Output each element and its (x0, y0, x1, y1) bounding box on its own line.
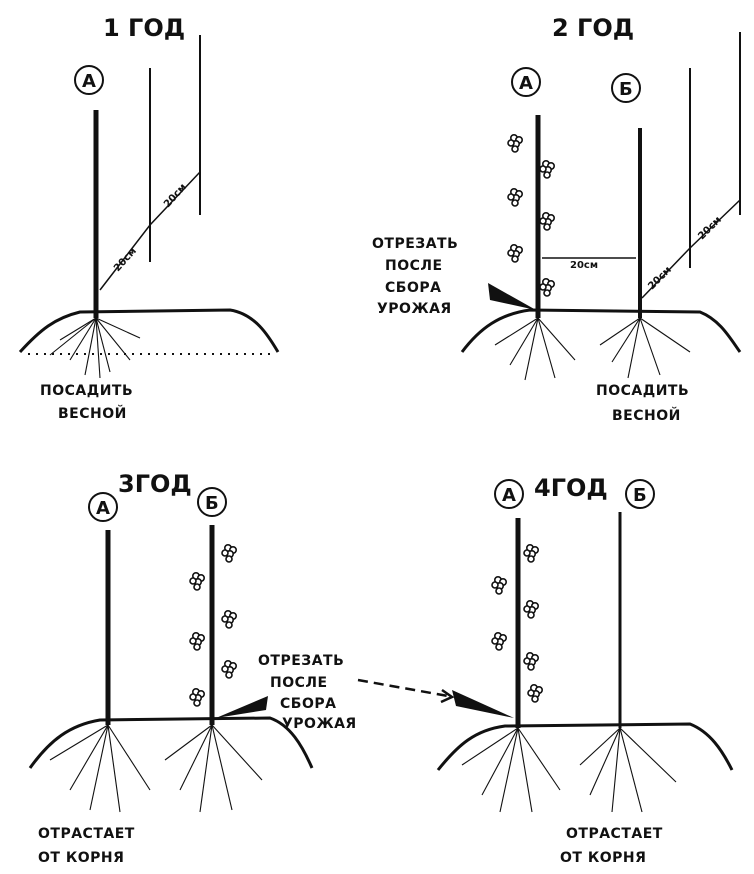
year3-title: 3ГОД (118, 470, 192, 498)
year2-title: 2 ГОД (552, 14, 634, 42)
year2-caption-line2: ВЕСНОЙ (612, 407, 681, 424)
cut-note-line4: УРОЖАЯ (282, 716, 357, 732)
cane-a-label: А (502, 485, 516, 506)
soil-mound (30, 718, 312, 768)
panel-year-2: 2 ГОД А Б 20см 20см 20см ОТРЕЗАТЬ ПОСЛЕ … (372, 14, 740, 424)
cane-a-label: А (96, 498, 110, 519)
cane-b-label: Б (633, 485, 647, 506)
cane-a-label: А (519, 73, 533, 94)
year1-caption-line2: ВЕСНОЙ (58, 405, 127, 422)
cut-note-line3: СБОРА (385, 280, 441, 296)
cut-note-line1: ОТРЕЗАТЬ (372, 236, 458, 252)
year3-caption-line1: ОТРАСТАЕТ (38, 826, 135, 842)
dimension-label-1: 20см (646, 265, 674, 293)
soil-mound (20, 310, 278, 352)
cane-b-label: Б (619, 79, 633, 100)
dimension-label-2: 20см (696, 215, 724, 243)
cut-note-line2: ПОСЛЕ (270, 675, 328, 691)
year1-caption-line1: ПОСАДИТЬ (40, 383, 133, 399)
dimension-label-1: 20см (112, 246, 139, 274)
year1-title: 1 ГОД (103, 14, 185, 42)
year3-caption-line2: ОТ КОРНЯ (38, 850, 124, 866)
cane-a-label: А (82, 71, 96, 92)
dimension-label-2: 20см (162, 182, 189, 210)
cane-b-label: Б (205, 493, 219, 514)
berry-clusters (508, 135, 554, 296)
year4-caption-line1: ОТРАСТАЕТ (566, 826, 663, 842)
roots (50, 318, 140, 378)
dimension-label-between: 20см (570, 260, 598, 271)
cut-marker (216, 696, 268, 718)
panel-year-3: 3ГОД А Б ОТРЕЗАТЬ ПОСЛЕ СБОРА УРОЖАЯ ОТР… (30, 470, 452, 866)
year2-caption-line1: ПОСАДИТЬ (596, 383, 689, 399)
roots (50, 725, 262, 812)
dashed-arrow (358, 680, 448, 696)
cut-note-line3: СБОРА (280, 696, 336, 712)
year4-title: 4ГОД (534, 474, 608, 502)
cut-marker (488, 283, 536, 310)
cut-note-line4: УРОЖАЯ (377, 301, 452, 317)
roots (495, 318, 690, 380)
year4-caption-line2: ОТ КОРНЯ (560, 850, 646, 866)
soil-mound (438, 724, 732, 770)
cut-marker (452, 690, 514, 718)
soil-mound (462, 310, 740, 352)
roots (462, 728, 676, 812)
panel-year-4: 4ГОД А Б ОТРАСТАЕТ ОТ КОРНЯ (438, 474, 732, 866)
cut-note-line1: ОТРЕЗАТЬ (258, 653, 344, 669)
panel-year-1: 1 ГОД А 20см 20см ПОСАДИТЬ ВЕСНОЙ (20, 14, 278, 422)
cut-note-line2: ПОСЛЕ (385, 258, 443, 274)
